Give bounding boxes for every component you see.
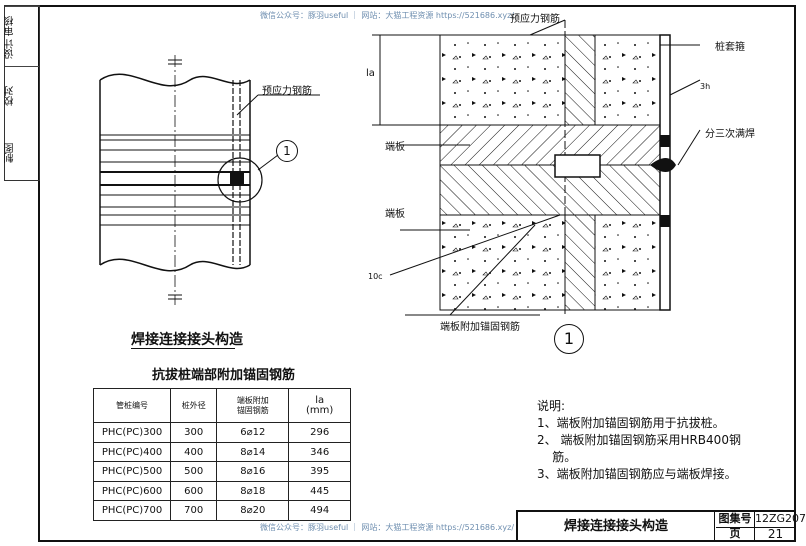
table-header-row: 管桩编号 桩外径 端板附加 锚固钢筋 la (mm) [92, 387, 351, 424]
table-title: 抗拔桩端部附加锚固钢筋 [152, 368, 296, 383]
joint-section-drawing [372, 19, 701, 316]
label-endplate-bottom: 端板 [385, 209, 405, 220]
atlas-value: 12ZG207 [755, 512, 806, 528]
watermark-top: 微信公众号：豚羽useful ｜ 网站：大猫工程资源 https://52168… [260, 11, 515, 20]
title-block-title: 焊接连接接头构造 [518, 512, 715, 542]
cell-bar: 8⌀16 [216, 461, 290, 482]
header-anchor-bar: 端板附加 锚固钢筋 [216, 387, 290, 424]
cell-bar: 8⌀14 [216, 441, 290, 463]
cell-code: PHC(PC)300 [92, 422, 172, 443]
cell-diameter: 600 [170, 480, 218, 502]
cell-diameter: 400 [170, 441, 218, 463]
dim-la: la [366, 68, 375, 79]
cell-la: 494 [288, 500, 351, 521]
atlas-label: 图集号 [716, 512, 755, 528]
label-prestressed-right: 预应力钢筋 [510, 14, 560, 25]
cell-diameter: 700 [170, 500, 218, 521]
note-item: 3、端板附加锚固钢筋应与端板焊接。 [537, 467, 737, 481]
cell-la: 395 [288, 461, 351, 482]
header-diameter: 桩外径 [170, 387, 218, 424]
approval-side-block: 设计 审核 校对 制图 [4, 5, 40, 181]
title-block: 焊接连接接头构造 图集号 12ZG207 页 21 [516, 510, 806, 542]
detail-marker-left: 1 [276, 140, 298, 162]
cell-code: PHC(PC)600 [92, 480, 172, 502]
drawing-frame [38, 5, 796, 542]
cell-bar: 8⌀18 [216, 480, 290, 502]
side-cell-draw: 制图 [5, 143, 16, 163]
cell-la: 445 [288, 480, 351, 502]
label-sleeve: 桩套箍 [715, 42, 745, 53]
pile-elevation-drawing [99, 55, 320, 305]
cell-code: PHC(PC)400 [92, 441, 172, 463]
cell-la: 346 [288, 441, 351, 463]
cell-code: PHC(PC)700 [92, 500, 172, 521]
notes-block: 说明: 1、端板附加锚固钢筋用于抗拔桩。 2、 端板附加锚固钢筋采用HRB400… [537, 398, 777, 483]
side-cell-check: 校对 [5, 66, 39, 125]
note-item: 1、端板附加锚固钢筋用于抗拔桩。 [537, 416, 725, 430]
page-label: 页 [716, 527, 755, 542]
notes-heading: 说明: [537, 399, 566, 413]
cell-code: PHC(PC)500 [92, 461, 172, 482]
cell-la: 296 [288, 422, 351, 443]
cell-diameter: 300 [170, 422, 218, 443]
header-la: la (mm) [288, 387, 351, 424]
label-weld: 分三次满焊 [705, 129, 755, 140]
left-drawing-caption: 焊接连接接头构造 [131, 332, 243, 348]
label-anchor-bar: 端板附加锚固钢筋 [440, 322, 520, 333]
side-cell-design: 设计 审核 [5, 6, 39, 67]
mark-10c: 10c [368, 272, 383, 281]
page-value: 21 [767, 527, 784, 541]
note-item: 2、 端板附加锚固钢筋采用HRB400钢 筋。 [537, 433, 741, 464]
cell-bar: 8⌀20 [216, 500, 290, 521]
cell-bar: 6⌀12 [216, 422, 290, 443]
header-pile-code: 管桩编号 [92, 387, 172, 424]
label-endplate-top: 端板 [385, 142, 405, 153]
mark-3h: 3h [700, 82, 711, 91]
detail-number-circle: 1 [554, 324, 584, 354]
cell-diameter: 500 [170, 461, 218, 482]
label-prestressed-left: 预应力钢筋 [262, 86, 312, 97]
caption-underline [131, 348, 235, 349]
watermark-bottom: 微信公众号：豚羽useful ｜ 网站：大猫工程资源 https://52168… [260, 523, 515, 532]
